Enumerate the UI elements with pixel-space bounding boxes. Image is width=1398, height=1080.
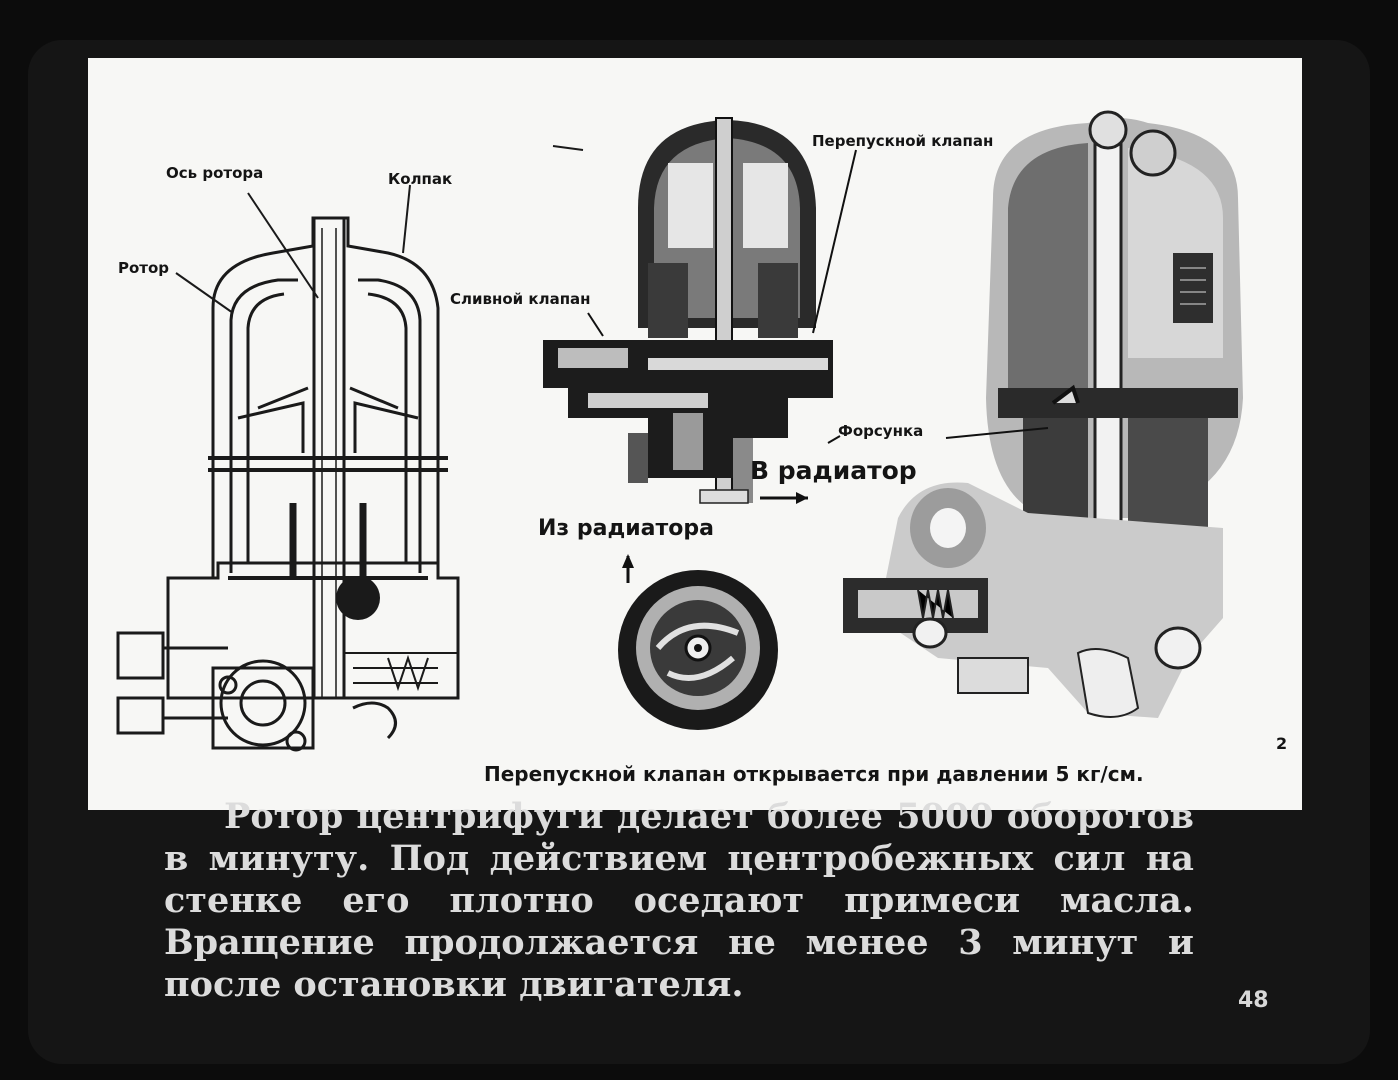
label-to-radiator: В радиатор — [750, 456, 917, 485]
label-from-radiator: Из радиатора — [538, 516, 714, 541]
label-rotor-axis: Ось ротора — [166, 164, 264, 182]
diagram-panel: Ось ротора Колпак Ротор Сливной клапан П… — [88, 58, 1302, 810]
middle-section-image — [543, 117, 857, 730]
centrifuge-section-drawing — [116, 110, 1243, 752]
label-cap: Колпак — [388, 170, 453, 188]
label-drain-valve: Сливной клапан — [450, 290, 591, 308]
superscript-two: 2 — [1276, 734, 1288, 753]
right-cutaway-image — [827, 110, 1243, 718]
label-rotor: Ротор — [118, 259, 170, 277]
frame-number: 48 — [1238, 988, 1269, 1013]
label-nozzle: Форсунка — [838, 422, 924, 440]
caption-text: Ротор центрифуги делает более 5000 оборо… — [164, 796, 1194, 1006]
label-bypass-valve: Перепускной клапан — [812, 132, 994, 150]
bypass-pressure-note: Перепускной клапан открывается при давле… — [484, 762, 1144, 786]
caption-paragraph: Ротор центрифуги делает более 5000 оборо… — [164, 796, 1194, 1005]
